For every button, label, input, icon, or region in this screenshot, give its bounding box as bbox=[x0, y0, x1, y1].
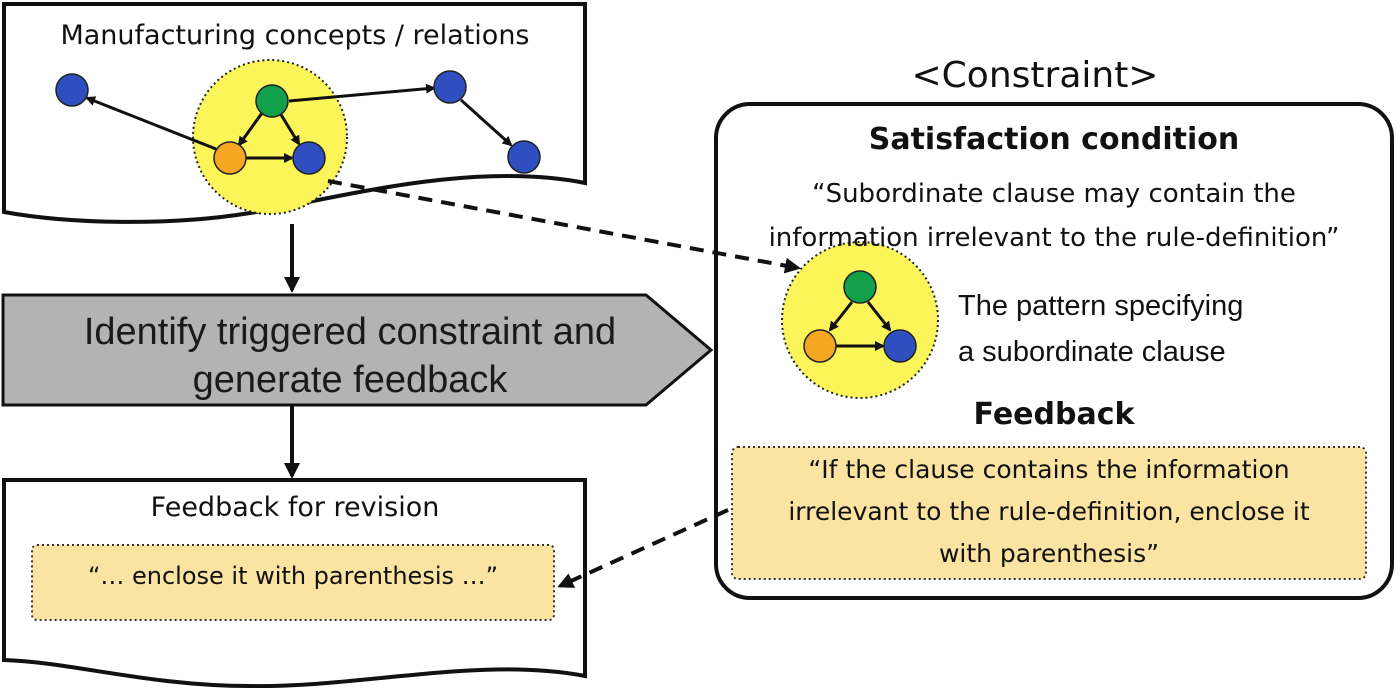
node-blue bbox=[883, 329, 917, 363]
process-label-line: Identify triggered constraint and bbox=[83, 311, 617, 353]
pattern-label: The pattern specifying a subordinate cla… bbox=[958, 283, 1243, 375]
dashed-arrow-to-revision bbox=[557, 508, 729, 588]
edge-orange-to-leftblue bbox=[85, 96, 217, 151]
pattern-highlight-top bbox=[192, 59, 348, 215]
edge-green-to-orange bbox=[237, 112, 264, 147]
node-blue bbox=[292, 141, 326, 175]
edge-green-to-blue bbox=[278, 112, 301, 146]
process-step-label: Identify triggered constraint and genera… bbox=[0, 308, 700, 404]
process-label-line: generate feedback bbox=[192, 359, 508, 401]
node-green bbox=[255, 84, 289, 118]
feedback-note bbox=[731, 446, 1367, 580]
process-step-shape bbox=[1, 293, 714, 407]
feedback-quote-line: “If the clause contains the information bbox=[808, 455, 1290, 484]
pattern-label-line: The pattern specifying bbox=[958, 290, 1244, 322]
node-blue bbox=[55, 73, 89, 107]
edge-topblue-to-rightblue bbox=[459, 98, 513, 147]
revision-quote: “… enclose it with parenthesis …” bbox=[87, 562, 499, 590]
node-orange bbox=[213, 141, 247, 175]
satisfaction-quote-line: “Subordinate clause may contain the bbox=[812, 179, 1296, 209]
feedback-title: Feedback bbox=[973, 397, 1135, 432]
feedback-quote: “If the clause contains the information … bbox=[734, 449, 1364, 575]
satisfaction-quote-line: information irrelevant to the rule-defin… bbox=[768, 223, 1340, 253]
node-blue bbox=[433, 70, 467, 104]
edge-pattern-green-to-blue bbox=[866, 301, 892, 332]
constraint-heading: <Constraint> bbox=[911, 55, 1159, 96]
edge-green-to-topblue bbox=[288, 83, 436, 103]
feedback-quote-line: with parenthesis” bbox=[938, 539, 1160, 568]
node-orange bbox=[803, 329, 837, 363]
feedback-quote-line: irrelevant to the rule-definition, enclo… bbox=[788, 497, 1310, 526]
pattern-highlight-constraint bbox=[781, 241, 939, 399]
revision-note bbox=[31, 544, 555, 621]
satisfaction-condition-quote: “Subordinate clause may contain the info… bbox=[716, 172, 1392, 260]
node-green bbox=[843, 270, 877, 304]
concepts-document-title: Manufacturing concepts / relations bbox=[60, 20, 530, 51]
dashed-arrow-to-pattern bbox=[327, 179, 801, 274]
revision-document-title: Feedback for revision bbox=[150, 492, 440, 523]
pattern-label-line: a subordinate clause bbox=[958, 336, 1226, 368]
edge-pattern-green-to-orange bbox=[828, 301, 854, 332]
node-blue bbox=[507, 140, 541, 174]
satisfaction-condition-title: Satisfaction condition bbox=[868, 122, 1240, 157]
